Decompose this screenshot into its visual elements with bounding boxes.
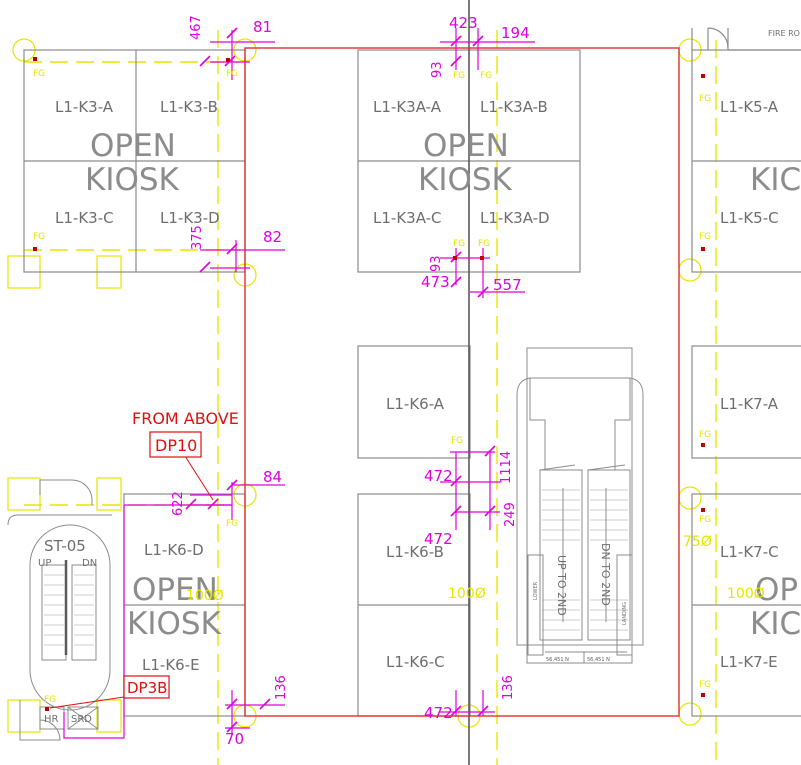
stair-name: ST-05 — [44, 537, 86, 555]
escalator-width-right: 56,451 N — [587, 657, 610, 663]
fg-label: FG — [699, 430, 711, 440]
escalator-treads — [542, 489, 628, 631]
dimension-70: 70 — [225, 730, 244, 748]
dimension-84: 84 — [263, 468, 282, 486]
fg-label: FG — [226, 519, 238, 529]
escalator-landing-label: LANDING — [622, 602, 628, 625]
pipe-size-75: 75Ø — [683, 534, 712, 550]
escalator-lower-label: LOWER — [533, 581, 539, 600]
fg-label: FG — [699, 680, 711, 690]
dimension-136-right: 136 — [501, 675, 516, 700]
pipe-size-100-left: 100Ø — [186, 588, 224, 604]
escalator-dn-label: DN TO 2ND — [599, 543, 612, 606]
dimension-93-top: 93 — [430, 61, 445, 78]
fg-label: FG — [699, 515, 711, 525]
dimension-423: 423 — [449, 14, 478, 32]
fg-label: FG — [226, 69, 238, 79]
stair-st05 — [7, 479, 112, 741]
escalator — [516, 347, 644, 664]
fg-label: FG — [478, 239, 490, 249]
fg-fixture-markers — [33, 57, 705, 711]
dp10-leader — [184, 455, 214, 501]
stair-treads — [44, 574, 94, 646]
fg-label: FG — [44, 695, 56, 705]
kiosk-label-k3a-b: L1-K3A-B — [480, 98, 548, 116]
fg-label: FG — [453, 71, 465, 81]
dimension-136-left: 136 — [274, 675, 289, 700]
pipe-size-100-center: 100Ø — [448, 586, 486, 602]
kiosk-label-big-k3: KIOSK — [85, 162, 180, 198]
kiosk-label-k3-a: L1-K3-A — [55, 98, 114, 116]
dimension-375: 375 — [190, 225, 205, 250]
dp3b-leader — [49, 696, 125, 709]
open-label-k3a: OPEN — [423, 128, 509, 164]
pipe-size-100-right: 100Ø — [727, 586, 765, 602]
kiosk-label-k6-c: L1-K6-C — [386, 653, 445, 671]
stair-up-label: UP — [38, 558, 51, 569]
stair-dn-label: DN — [82, 558, 97, 569]
kiosk-label-k3-b: L1-K3-B — [160, 98, 218, 116]
dimension-ticks — [185, 27, 496, 733]
fg-label: FG — [33, 232, 45, 242]
fg-label: FG — [453, 239, 465, 249]
kiosk-label-big-k3a: KIOSK — [418, 162, 513, 198]
fg-label: FG — [451, 436, 463, 446]
kiosk-label-k7-e: L1-K7-E — [720, 653, 778, 671]
kiosk-label-big-k6: KIOSK — [127, 606, 222, 642]
dimension-557: 557 — [493, 276, 522, 294]
dp3b-tag-box — [123, 675, 170, 699]
fg-label: FG — [699, 94, 711, 104]
hose-reel-label: HR — [44, 714, 59, 725]
escalator-width-left: 56,451 N — [546, 657, 569, 663]
from-above-note: FROM ABOVE — [132, 409, 239, 428]
kiosk-label-k3-c: L1-K3-C — [55, 209, 114, 227]
kiosk-label-k6-d: L1-K6-D — [144, 541, 204, 559]
dimension-472-a: 472 — [424, 467, 453, 485]
dimension-467: 467 — [189, 15, 204, 40]
zone-boundary — [244, 47, 680, 717]
dimension-194: 194 — [501, 24, 530, 42]
srd-label: SRD — [71, 714, 92, 725]
dimension-1114: 1114 — [499, 451, 514, 484]
kiosk-label-k7-a: L1-K7-A — [720, 395, 779, 413]
fg-label: FG — [33, 69, 45, 79]
dimension-473: 473 — [421, 273, 450, 291]
kiosk-label-big-k5: KIC — [750, 162, 801, 198]
kiosk-label-k3a-d: L1-K3A-D — [480, 209, 550, 227]
fg-label: FG — [699, 232, 711, 242]
dimension-472-c: 472 — [424, 704, 453, 722]
kiosk-label-big-k7: KIC — [750, 606, 801, 642]
dp10-tag: DP10 — [155, 436, 197, 455]
kiosk-label-k3-d: L1-K3-D — [160, 209, 220, 227]
dimension-82: 82 — [263, 228, 282, 246]
kiosk-label-k6-a: L1-K6-A — [386, 395, 445, 413]
kiosk-label-k3a-a: L1-K3A-A — [373, 98, 442, 116]
kiosk-label-k3a-c: L1-K3A-C — [373, 209, 442, 227]
escalator-up-label: UP TO 2ND — [555, 555, 568, 616]
dimension-81: 81 — [253, 18, 272, 36]
dimension-622: 622 — [171, 491, 186, 516]
fg-label: FG — [480, 71, 492, 81]
kiosk-label-k5-c: L1-K5-C — [720, 209, 779, 227]
dimension-249: 249 — [503, 502, 518, 527]
kiosk-label-k6-e: L1-K6-E — [142, 656, 200, 674]
dp10-tag-box — [149, 431, 202, 458]
fire-route-note: FIRE RO — [768, 29, 800, 38]
kiosk-label-k7-c: L1-K7-C — [720, 543, 779, 561]
dimension-472-b: 472 — [424, 530, 453, 548]
open-label-k7: OP — [755, 572, 798, 608]
open-label-k6: OPEN — [132, 572, 218, 608]
dimension-93-mid: 93 — [429, 255, 444, 272]
kiosk-label-k6-b: L1-K6-B — [386, 543, 444, 561]
open-label-k3: OPEN — [90, 128, 176, 164]
labels: FIRE RO FROM ABOVE DP10 DP3B L1-K3-A L1-… — [33, 14, 801, 748]
dp3b-tag: DP3B — [127, 679, 167, 697]
kiosk-label-k5-a: L1-K5-A — [720, 98, 779, 116]
